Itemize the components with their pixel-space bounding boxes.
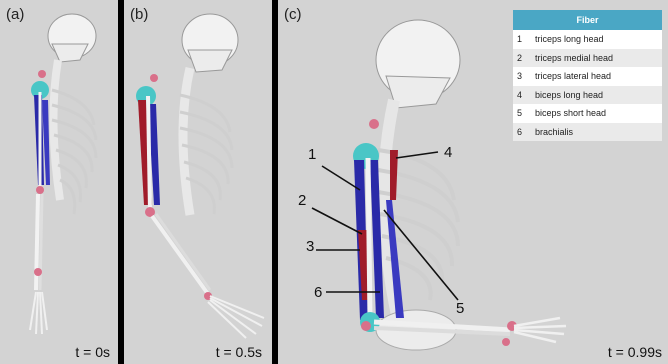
- legend-header: Fiber: [513, 10, 662, 30]
- legend-name: biceps long head: [531, 86, 662, 105]
- skeleton-illustration-a: [0, 0, 118, 364]
- legend-name: triceps medial head: [531, 49, 662, 68]
- panel-a-label: (a): [6, 6, 24, 23]
- legend-num: 5: [513, 104, 531, 123]
- panel-c-time: t = 0.99s: [608, 344, 662, 360]
- legend-num: 4: [513, 86, 531, 105]
- panel-b: (b) t = 0.5s: [124, 0, 272, 364]
- callout-3: 3: [306, 238, 314, 255]
- legend-num: 2: [513, 49, 531, 68]
- callout-4: 4: [444, 144, 452, 161]
- panel-a-time: t = 0s: [75, 344, 110, 360]
- legend-num: 6: [513, 123, 531, 142]
- legend-num: 3: [513, 67, 531, 86]
- legend-name: biceps short head: [531, 104, 662, 123]
- legend-name: brachialis: [531, 123, 662, 142]
- legend-name: triceps lateral head: [531, 67, 662, 86]
- skeleton-illustration-b: [124, 0, 272, 364]
- legend-name: triceps long head: [531, 30, 662, 49]
- panel-b-time: t = 0.5s: [216, 344, 262, 360]
- callout-1: 1: [308, 146, 316, 163]
- callout-5: 5: [456, 300, 464, 317]
- callout-6: 6: [314, 284, 322, 301]
- callout-2: 2: [298, 192, 306, 209]
- legend-num: 1: [513, 30, 531, 49]
- panel-b-label: (b): [130, 6, 148, 23]
- panel-a: (a) t = 0s: [0, 0, 118, 364]
- panel-c-label: (c): [284, 6, 302, 23]
